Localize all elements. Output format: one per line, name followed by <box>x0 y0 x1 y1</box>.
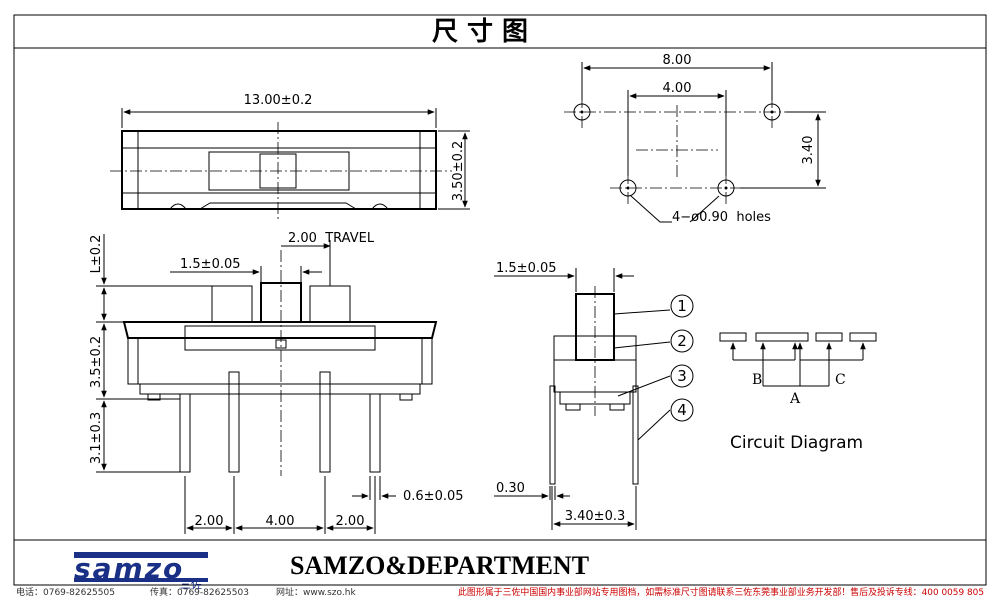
front-view: 2.00 TRAVEL 1.5±0.05 L±0.2 3.5±0.2 3.1±0… <box>89 231 464 534</box>
circuit-label-b: B <box>752 372 762 388</box>
footer-logo: samzo 三佐 <box>74 552 208 591</box>
circuit-label-a: A <box>789 391 801 407</box>
callout-circle-2 <box>670 329 694 353</box>
footer-notice: 此图形属于三佐中国国内事业部网站专用图档，如需标准尺寸图请联系三佐东莞事业部业务… <box>458 586 984 598</box>
front-actuator-width: 1.5±0.05 <box>180 257 241 272</box>
circuit-title: Circuit Diagram <box>730 433 863 453</box>
body-height-dim: 3.5±0.2 <box>89 336 104 388</box>
footprint-inner-spacing: 4.00 <box>663 81 692 96</box>
callout-circle-4 <box>670 398 694 422</box>
footer-fax: 传真：0769-82625503 <box>150 586 249 598</box>
actuator-height-dim: L±0.2 <box>89 235 104 274</box>
top-height-dim: 3.50±0.2 <box>451 141 466 202</box>
drawing-border <box>13 14 987 586</box>
top-length-dim: 13.00±0.2 <box>244 93 313 108</box>
circuit-diagram: B C A Circuit Diagram <box>719 332 877 453</box>
callout-3: 3 <box>677 367 687 385</box>
footprint-outer-spacing: 8.00 <box>663 53 692 68</box>
pcb-footprint: 8.00 4.00 3.40 4−ø0.90 holes <box>564 53 826 225</box>
circuit-label-c: C <box>835 372 846 388</box>
pitch-right-dim: 2.00 <box>336 514 365 529</box>
top-view: 13.00±0.2 3.50±0.2 <box>110 93 470 220</box>
pitch-left-dim: 2.00 <box>195 514 224 529</box>
logo-chinese: 三佐 <box>180 577 202 591</box>
callout-4: 4 <box>677 401 687 419</box>
side-width-dim: 3.40±0.3 <box>565 509 626 524</box>
company-name: SAMZO&DEPARTMENT <box>290 551 589 580</box>
callout-circle-3 <box>670 364 694 388</box>
pin-width-dim: 0.6±0.05 <box>403 489 464 504</box>
pin-thickness-dim: 0.30 <box>496 481 525 496</box>
pin-length-dim: 3.1±0.3 <box>89 412 104 464</box>
callout-1: 1 <box>677 297 687 315</box>
footer-phone: 电话：0769-82625505 <box>16 586 115 598</box>
pitch-mid-dim: 4.00 <box>266 514 295 529</box>
sheet-title: 尺 寸 图 <box>432 17 528 47</box>
side-actuator-width: 1.5±0.05 <box>496 261 557 276</box>
callout-2: 2 <box>677 332 687 350</box>
side-view: 1.5±0.05 0.30 3.40±0.3 1 2 3 4 <box>494 261 694 530</box>
callout-circle-1 <box>670 294 694 318</box>
footer-website: 网址：www.szo.hk <box>276 586 356 598</box>
footprint-row-pitch: 3.40 <box>801 136 816 165</box>
footprint-holes-note: 4−ø0.90 holes <box>672 210 771 225</box>
travel-dim: 2.00 TRAVEL <box>288 231 375 246</box>
